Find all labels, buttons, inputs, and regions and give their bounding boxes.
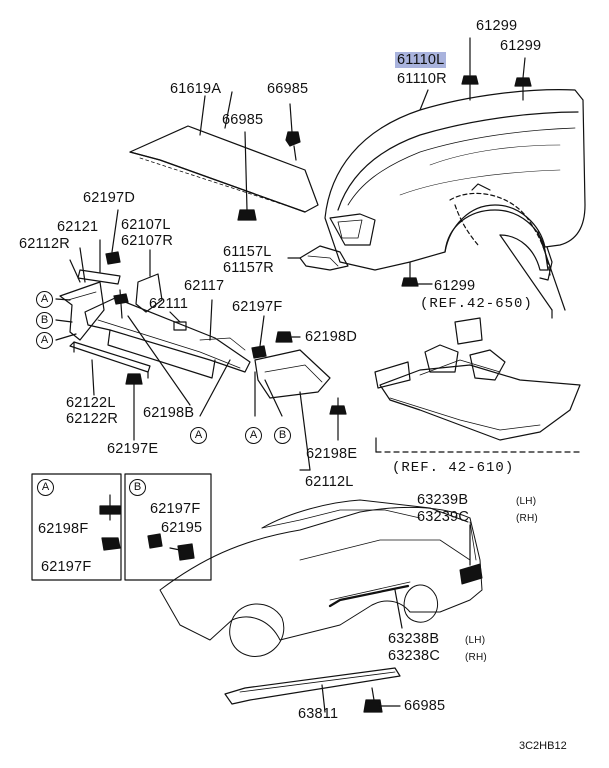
leader-62112R — [79, 247, 86, 283]
callout-a-2: A — [36, 332, 53, 349]
label-61110R: 61110R — [397, 71, 447, 87]
bolt-61299-mid — [401, 261, 433, 287]
label-63239B: 63239B — [417, 492, 469, 508]
label-62122L: 62122L — [66, 395, 116, 411]
label-62197E: 62197E — [107, 441, 159, 457]
label-rh-2: (RH) — [465, 652, 487, 663]
label-lh-2: (LH) — [465, 635, 486, 646]
label-61299-right: 61299 — [500, 38, 542, 54]
label-ref-42-650: (REF.42-650) — [420, 296, 533, 312]
label-62198F: 62198F — [38, 521, 89, 537]
label-61299-top: 61299 — [476, 18, 518, 34]
leader-callout-a2 — [55, 333, 77, 341]
label-62111: 62111 — [149, 296, 189, 312]
label-62197F-a: 62197F — [232, 299, 283, 315]
bolt-62111 — [169, 311, 187, 331]
label-62122R: 62122R — [66, 411, 118, 427]
engine-undercover — [374, 317, 581, 453]
label-62107R: 62107R — [121, 233, 173, 249]
leader-callout-a1 — [55, 298, 71, 301]
label-66985-b: 66985 — [222, 112, 264, 128]
leader-61110 — [419, 89, 429, 111]
clip-66985-a — [285, 103, 301, 161]
label-62112R: 62112R — [19, 236, 70, 252]
diagram-code: 3C2HB12 — [519, 740, 567, 752]
leader-61619A — [224, 91, 233, 129]
label-62198E: 62198E — [306, 446, 358, 462]
plate-62121 — [77, 239, 121, 285]
label-ref-42-610: (REF. 42-610) — [392, 460, 515, 476]
label-62197F-b: 62197F — [150, 501, 201, 517]
callout-box-a: A — [37, 479, 54, 496]
label-63238B: 63238B — [388, 631, 440, 647]
callout-a-4: A — [245, 427, 262, 444]
label-62117: 62117 — [184, 278, 225, 294]
strip-62122 — [69, 341, 151, 396]
label-63238C: 63238C — [388, 648, 440, 664]
bolt-62198D — [275, 331, 301, 343]
car-silhouette — [159, 499, 483, 657]
label-66985-c: 66985 — [404, 698, 446, 714]
front-fender — [324, 89, 586, 281]
bolt-61299-top — [461, 37, 479, 101]
label-66985-a: 66985 — [267, 81, 309, 97]
label-62198B: 62198B — [143, 405, 195, 421]
callout-a-1: A — [36, 291, 53, 308]
bracket-61157 — [287, 245, 349, 271]
callout-a-3: A — [190, 427, 207, 444]
label-62195: 62195 — [161, 520, 203, 536]
clip-66985-c — [363, 687, 401, 713]
label-62112L: 62112L — [305, 474, 354, 490]
callout-b-2: B — [274, 427, 291, 444]
label-62121: 62121 — [57, 219, 99, 235]
leader-63238 — [394, 589, 403, 629]
label-63811: 63811 — [298, 706, 339, 722]
fender-cover-61619A — [129, 95, 319, 213]
clip-66985-b — [237, 131, 257, 221]
bracket-62107 — [135, 249, 163, 313]
label-62107L: 62107L — [121, 217, 171, 233]
label-62197F-box: 62197F — [41, 559, 92, 575]
clip-62197E — [125, 373, 143, 441]
strut-plate-62112L — [254, 349, 331, 471]
callout-b-1: B — [36, 312, 53, 329]
detail-box-a — [31, 473, 122, 581]
bolt-62198E — [329, 397, 347, 441]
leader-callout-a3 — [199, 359, 231, 417]
clip-62197D — [105, 209, 121, 265]
bolt-62198B — [113, 289, 191, 406]
label-62197D: 62197D — [83, 190, 135, 206]
molding-63811 — [224, 667, 401, 713]
label-63239C: 63239C — [417, 509, 469, 525]
callout-box-b: B — [129, 479, 146, 496]
label-lh-1: (LH) — [516, 496, 537, 507]
bolt-61299-right — [514, 57, 532, 101]
leader-callout-b1 — [55, 319, 73, 323]
label-61299-mid: 61299 — [434, 278, 476, 294]
label-61157L: 61157L — [223, 244, 272, 260]
clip-62197F — [251, 315, 267, 359]
label-62198D: 62198D — [305, 329, 357, 345]
inner-fender-liner — [449, 183, 566, 319]
label-61157R: 61157R — [223, 260, 274, 276]
label-61110L: 61110L — [395, 52, 447, 68]
label-rh-1: (RH) — [516, 513, 538, 524]
label-61619A: 61619A — [170, 81, 222, 97]
leader-callout-b2 — [264, 379, 283, 417]
detail-box-b — [124, 473, 212, 581]
